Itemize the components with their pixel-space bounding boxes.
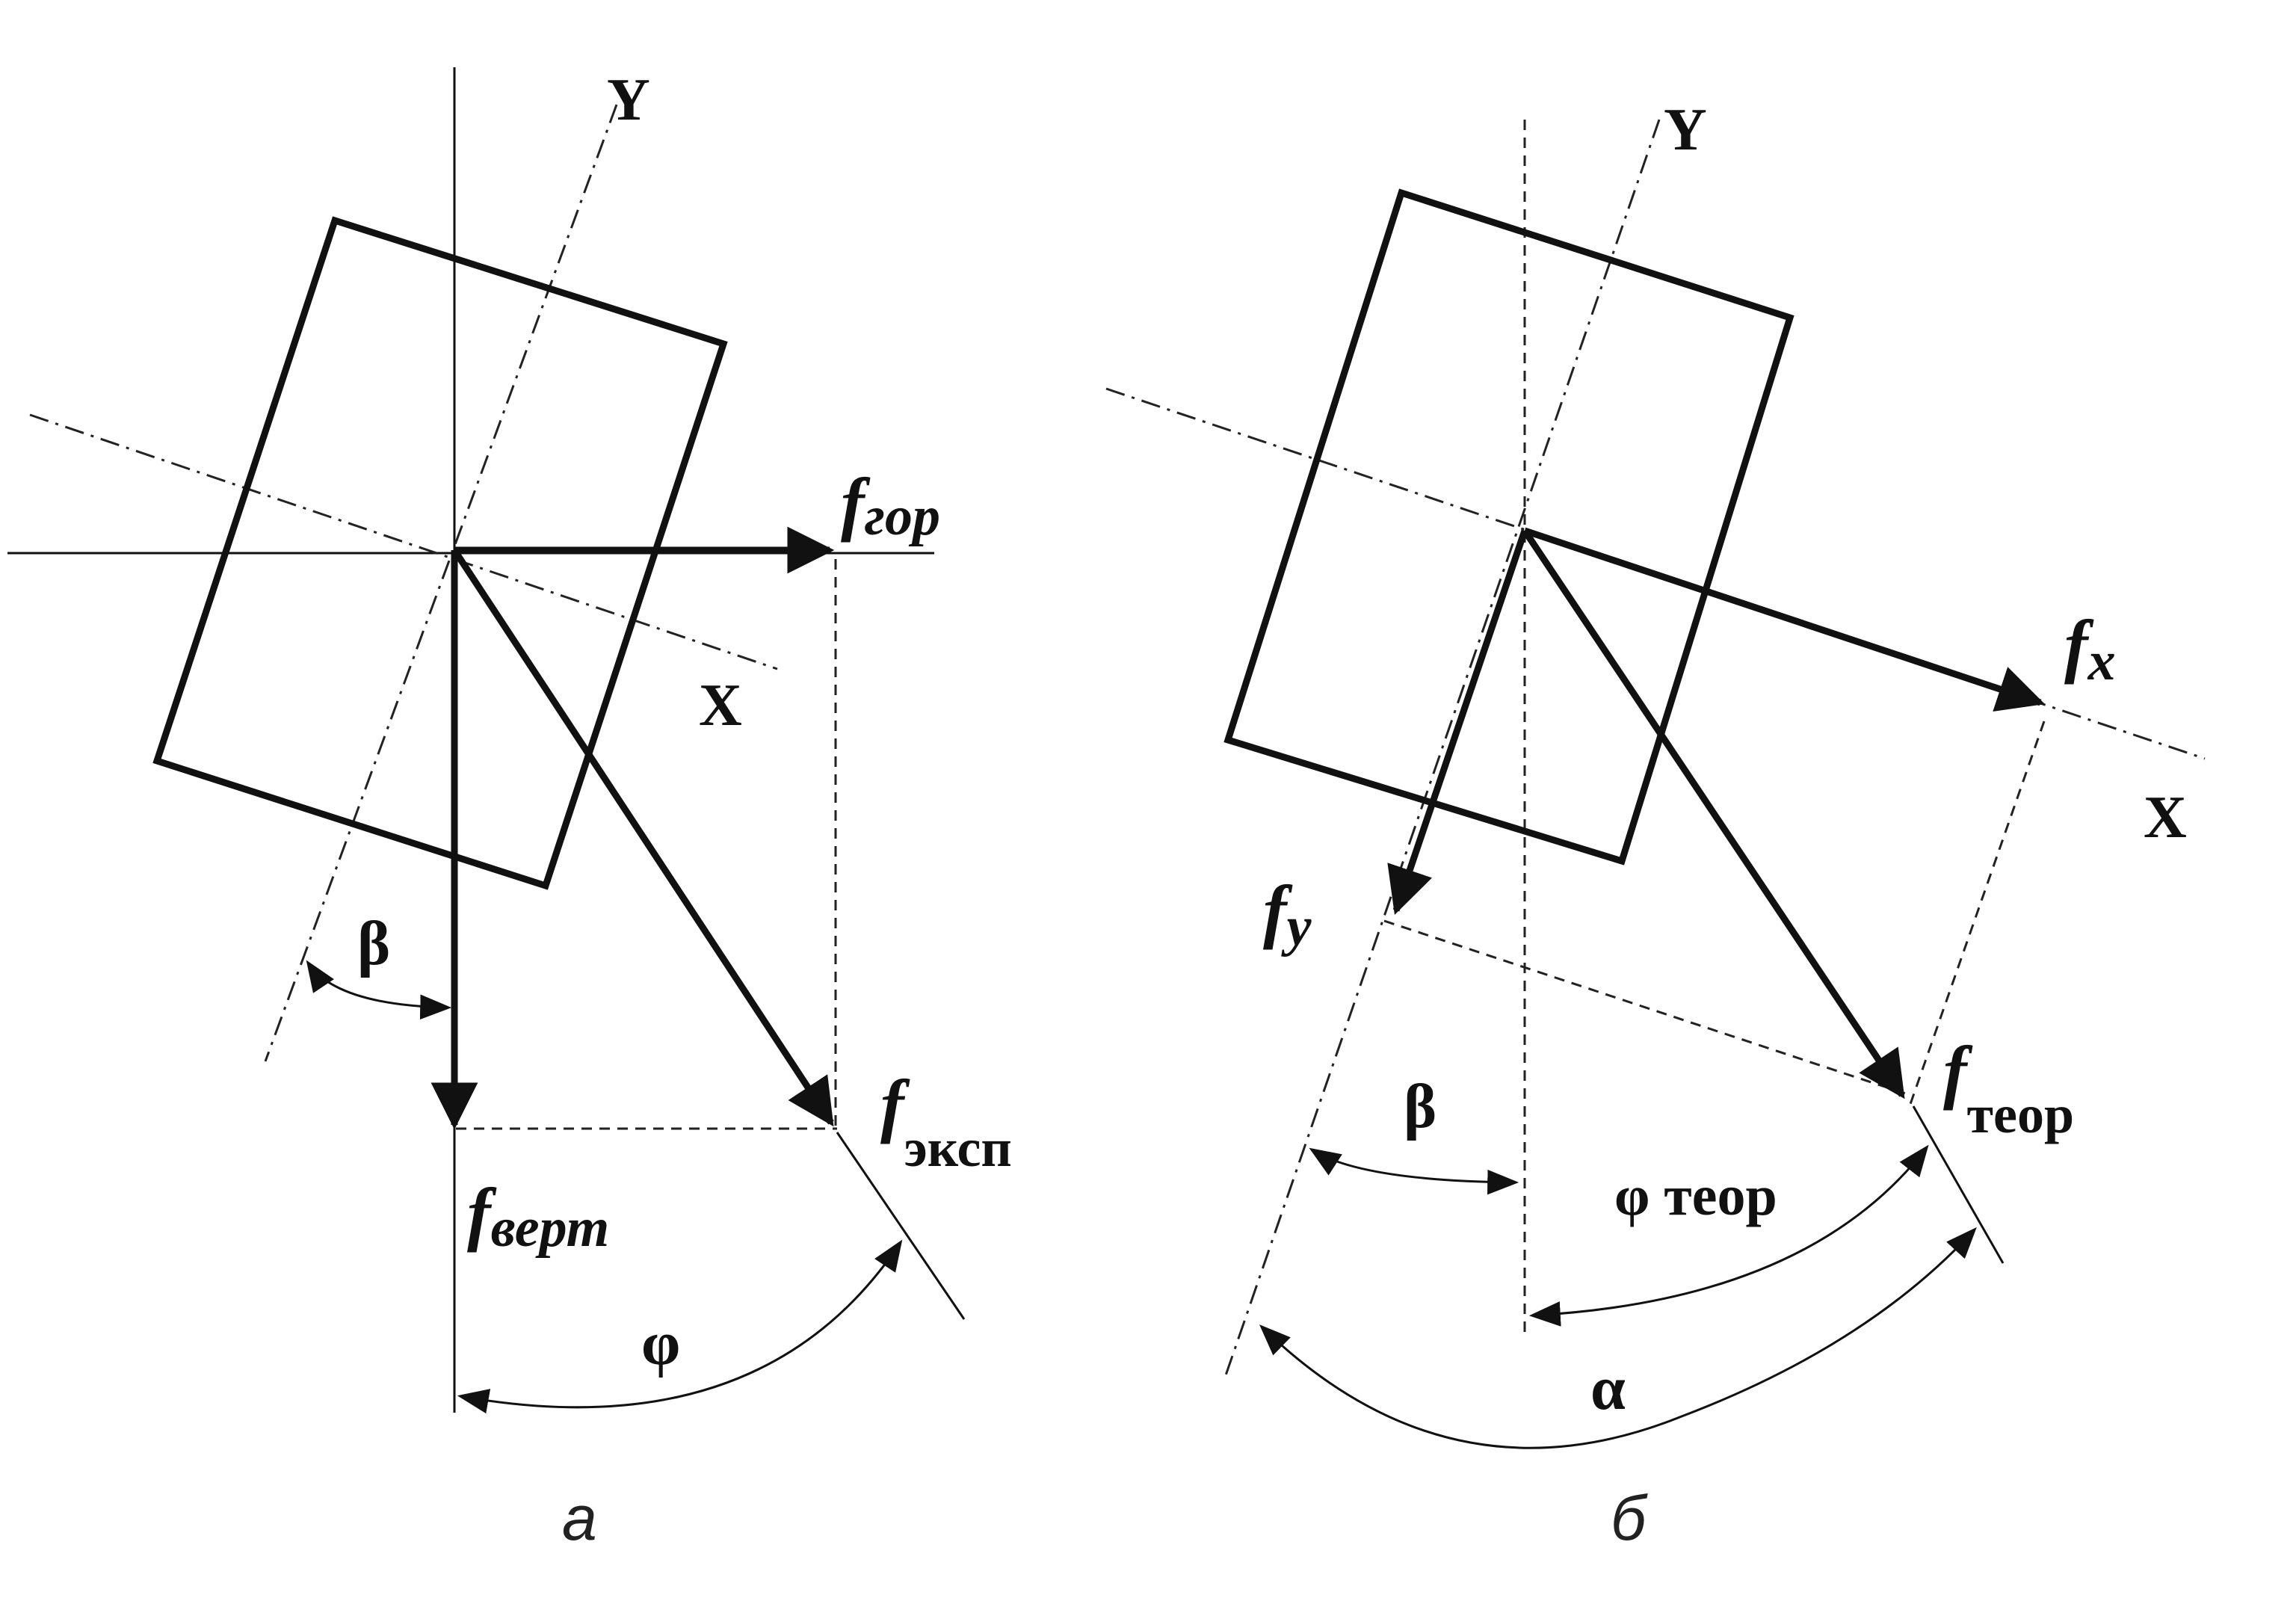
f-theor-vector bbox=[1522, 528, 1905, 1099]
x-axis-label: X bbox=[699, 673, 742, 738]
projection-line-fy bbox=[1383, 919, 1910, 1096]
f-exp-label: fэксп bbox=[880, 1065, 1012, 1178]
beta-label: β bbox=[357, 909, 390, 978]
tilted-y-axis bbox=[264, 104, 618, 1062]
panel-a: Y X fгор fверт fэксп β φ а bbox=[7, 67, 1012, 1553]
phi-label: φ bbox=[641, 1309, 680, 1378]
f-exp-vector bbox=[451, 548, 834, 1127]
f-y-label: fy bbox=[1263, 871, 1312, 957]
projection-line-fx bbox=[1908, 721, 2046, 1107]
alpha-angle-arc bbox=[1259, 1227, 1977, 1449]
tilted-y-axis bbox=[1224, 119, 1661, 1376]
f-theor-extension-line bbox=[1912, 1105, 2005, 1264]
tilted-x-axis bbox=[29, 413, 778, 670]
phi-theor-label: φ теор bbox=[1614, 1164, 1777, 1227]
f-vert-label: fверт bbox=[467, 1173, 609, 1259]
f-exp-extension-line bbox=[836, 1132, 966, 1320]
x-axis-label: X bbox=[2144, 785, 2187, 851]
rotated-body-rect bbox=[1223, 188, 1794, 866]
beta-angle-arc bbox=[306, 960, 452, 1020]
f-hor-label: fгор bbox=[841, 463, 940, 547]
alpha-label: α bbox=[1590, 1354, 1626, 1423]
rotated-body-rect bbox=[152, 216, 728, 890]
beta-angle-arc bbox=[1309, 1147, 1519, 1195]
f-y-vector bbox=[1387, 529, 1528, 915]
phi-angle-arc bbox=[457, 1239, 903, 1414]
f-x-label: fx bbox=[2064, 605, 2116, 692]
beta-label: β bbox=[1404, 1072, 1436, 1141]
panel-b-caption: б bbox=[1611, 1483, 1648, 1553]
panel-a-caption: а bbox=[562, 1483, 597, 1553]
f-x-vector bbox=[1523, 527, 2045, 712]
y-axis-label: Y bbox=[607, 67, 650, 133]
f-theor-label: fтеор bbox=[1943, 1031, 2074, 1144]
panel-b: Y X fx fy fтеор β φ теор α б bbox=[1105, 97, 2206, 1553]
y-axis-label: Y bbox=[1664, 97, 1707, 163]
